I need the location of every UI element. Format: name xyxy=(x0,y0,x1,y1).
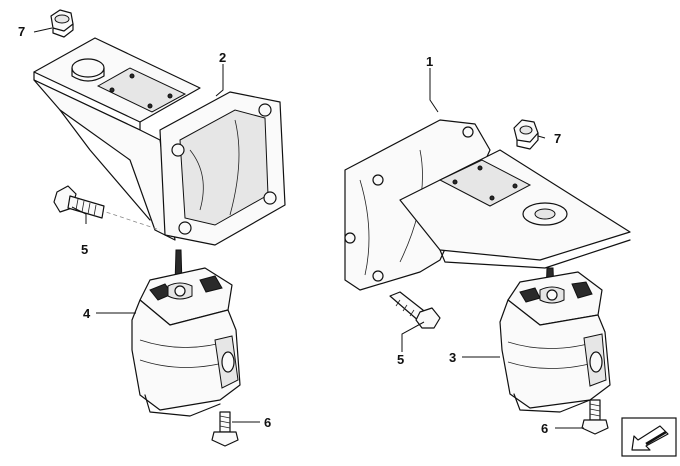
bolt-part-6-left[interactable] xyxy=(211,411,239,447)
bolt-part-5-right[interactable] xyxy=(389,291,441,329)
callout-3: 3 xyxy=(449,350,456,365)
callout-6-right: 6 xyxy=(541,421,548,436)
bolt-part-6-right[interactable] xyxy=(581,399,609,435)
callout-7-left: 7 xyxy=(18,24,25,39)
bolt-part-5-left[interactable] xyxy=(53,185,105,219)
engine-mount-part-4[interactable] xyxy=(131,249,241,417)
callout-4: 4 xyxy=(83,306,91,321)
callout-5-left: 5 xyxy=(81,242,88,257)
leader-lines xyxy=(33,27,584,429)
callout-7-right: 7 xyxy=(554,131,561,146)
engine-bracket-part-2[interactable] xyxy=(33,37,286,246)
hex-nut-part-7-right[interactable] xyxy=(513,119,539,150)
engine-bracket-part-1[interactable] xyxy=(344,119,631,291)
arrow-direction-icon xyxy=(621,417,677,457)
callout-6-left: 6 xyxy=(264,415,271,430)
engine-mount-part-3[interactable] xyxy=(499,267,611,413)
callout-1: 1 xyxy=(426,54,433,69)
callout-5-right: 5 xyxy=(397,352,404,367)
hex-nut-part-7-left[interactable] xyxy=(50,9,74,38)
callout-2: 2 xyxy=(219,50,226,65)
